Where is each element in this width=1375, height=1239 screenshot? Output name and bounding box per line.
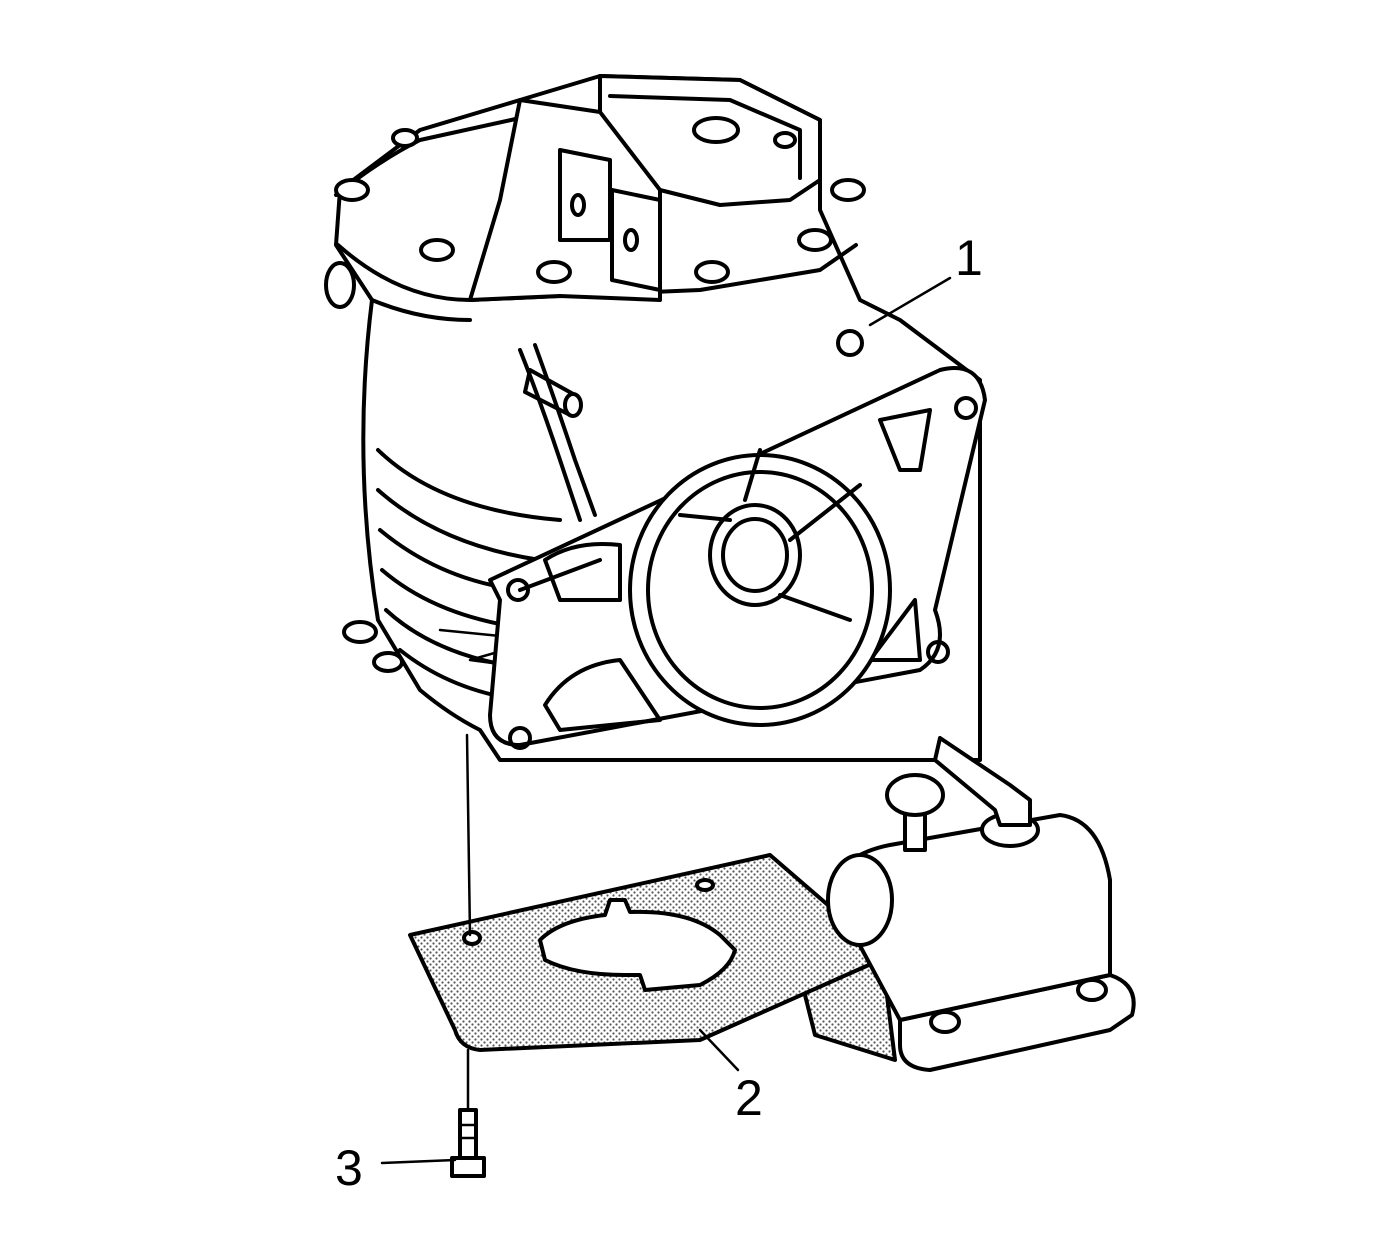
bolt [450,1108,486,1178]
callout-2: 2 [735,1070,763,1126]
callout-2-leader [698,1028,740,1072]
leader-lines [380,276,952,1165]
compressor-body [324,74,987,762]
heat-shield [408,853,897,1062]
callout-3-leader [380,1158,457,1165]
callout-1: 1 [955,230,983,286]
callout-3: 3 [335,1140,363,1196]
head-bolts [334,128,866,284]
callout-1-leader [868,276,952,327]
attached-block [826,736,1136,1072]
